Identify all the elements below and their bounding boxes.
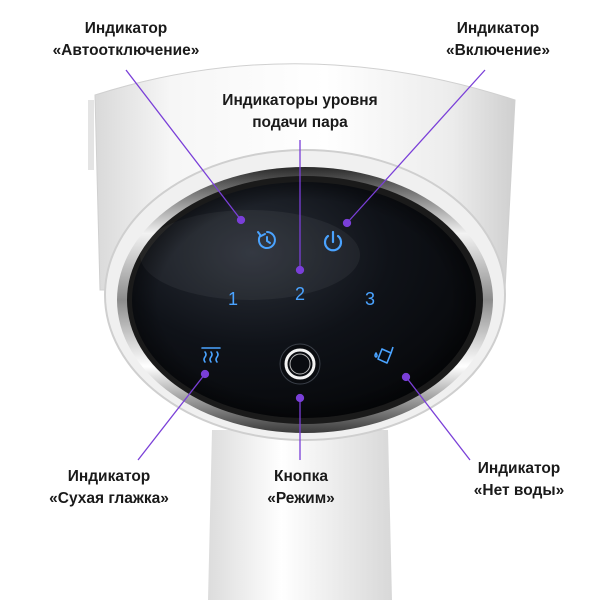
- leader-dot-mode: [295, 393, 305, 403]
- leader-lines: [125, 69, 486, 461]
- steam-level-1: 1: [228, 289, 238, 309]
- leader-dot-power: [342, 218, 352, 228]
- ring-button-icon: [284, 348, 316, 380]
- callout-power-on: Индикатор «Включение»: [418, 18, 578, 62]
- power-icon[interactable]: [323, 230, 343, 252]
- callout-power-on-line1: Индикатор: [456, 20, 540, 37]
- callout-auto-off-line2: «Автоотключение»: [52, 42, 200, 59]
- callout-power-on-line2: «Включение»: [445, 42, 550, 59]
- steam-level-2: 2: [295, 284, 305, 304]
- steam-level-3: 3: [365, 289, 375, 309]
- body-seam: [88, 100, 94, 170]
- callout-mode-button: Кнопка «Режим»: [236, 466, 366, 510]
- timer-icon: [257, 231, 276, 249]
- leader-no-water: [405, 376, 471, 461]
- callout-steam-level-line2: подачи пара: [252, 114, 348, 131]
- callout-no-water-line1: Индикатор: [477, 460, 561, 477]
- leader-dot-no-water: [401, 372, 411, 382]
- leader-dry-iron: [137, 373, 206, 461]
- callout-no-water: Индикатор «Нет воды»: [444, 458, 594, 502]
- callout-auto-off: Индикатор «Автоотключение»: [36, 18, 216, 62]
- callout-mode-button-line2: «Режим»: [267, 490, 335, 507]
- leader-dot-auto-off: [236, 215, 246, 225]
- callout-auto-off-line1: Индикатор: [84, 20, 168, 37]
- steam-waves-icon: [201, 347, 221, 363]
- callout-no-water-line2: «Нет воды»: [473, 482, 565, 499]
- leader-dot-dry-iron: [200, 369, 210, 379]
- callout-steam-level: Индикаторы уровня подачи пара: [190, 90, 410, 134]
- water-tank-icon: [374, 346, 394, 364]
- leader-power: [346, 69, 486, 224]
- leader-auto-off: [125, 69, 242, 221]
- mode-button[interactable]: [279, 343, 321, 385]
- steamer-neck: [208, 430, 392, 600]
- callout-mode-button-line1: Кнопка: [273, 468, 329, 485]
- callout-dry-iron-line1: Индикатор: [67, 468, 151, 485]
- callout-dry-iron: Индикатор «Сухая глажка»: [14, 466, 204, 510]
- callout-steam-level-line1: Индикаторы уровня: [222, 92, 378, 109]
- callout-dry-iron-line2: «Сухая глажка»: [49, 490, 169, 507]
- leader-dot-steam-level: [295, 265, 305, 275]
